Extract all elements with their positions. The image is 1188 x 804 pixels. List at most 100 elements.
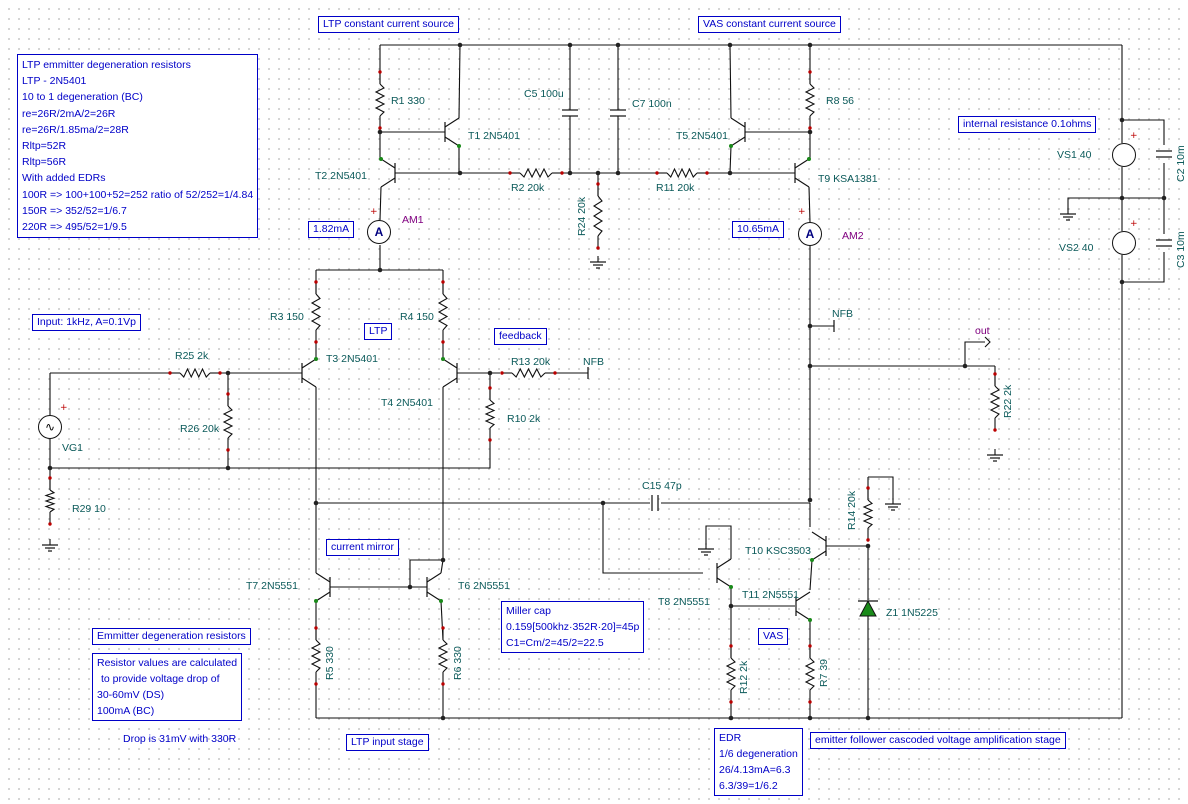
junction-dot bbox=[807, 715, 813, 721]
vs1-label: VS1 40 bbox=[1057, 149, 1092, 161]
c3-label: C3 10m bbox=[1175, 231, 1187, 268]
pin-dot bbox=[993, 372, 997, 376]
junction-dot bbox=[865, 715, 871, 721]
ltp-tag: LTP bbox=[364, 323, 393, 340]
resistor-r4-icon bbox=[437, 293, 449, 331]
junction-dot bbox=[377, 129, 383, 135]
wire bbox=[1122, 163, 1165, 199]
r22-label: R22 2k bbox=[1002, 384, 1014, 418]
t11-label: T11 2N5551 bbox=[742, 589, 800, 601]
junction-dot bbox=[1119, 279, 1125, 285]
junction-dot bbox=[440, 557, 446, 563]
wire bbox=[1122, 252, 1165, 283]
resistor-r11-icon bbox=[666, 167, 698, 179]
t6-label: T6 2N5551 bbox=[458, 580, 510, 592]
r7-label: R7 39 bbox=[818, 658, 830, 687]
capacitor-c5-icon bbox=[562, 109, 578, 117]
pin-dot bbox=[808, 70, 812, 74]
pin-dot bbox=[596, 182, 600, 186]
wire bbox=[458, 44, 461, 119]
note-line: 150R => 352/52=1/6.7 bbox=[22, 204, 127, 217]
ground-vs-icon bbox=[1060, 213, 1076, 221]
ground-r22-icon bbox=[987, 454, 1003, 462]
capacitor-c2-icon bbox=[1156, 150, 1172, 158]
am1-readout: 1.82mA bbox=[308, 221, 355, 238]
pin-dot bbox=[168, 371, 172, 375]
resistor-r14-icon bbox=[862, 499, 874, 529]
pin-dot bbox=[655, 171, 659, 175]
ammeter-am1-icon: A bbox=[367, 220, 391, 244]
transistor-t6-icon bbox=[426, 572, 443, 603]
r14-label: R14 20k bbox=[846, 490, 858, 530]
transistor-t11-icon bbox=[795, 591, 812, 622]
pin-dot bbox=[488, 386, 492, 390]
t2-label: T2 2N5401 bbox=[315, 170, 367, 182]
resistor-r1-icon bbox=[374, 83, 386, 117]
transistor-t4-icon bbox=[441, 357, 458, 388]
pin-dot bbox=[314, 682, 318, 686]
resistor-r3-icon bbox=[310, 293, 322, 331]
pin-dot bbox=[48, 476, 52, 480]
junction-dot bbox=[728, 715, 734, 721]
wire bbox=[1122, 119, 1165, 145]
resistor-r26-icon bbox=[222, 405, 234, 439]
pin-dot bbox=[500, 371, 504, 375]
transistor-t2-icon bbox=[379, 157, 396, 188]
am2-label: AM2 bbox=[842, 230, 864, 242]
c5-label: C5 100u bbox=[524, 88, 564, 100]
r1-label: R1 330 bbox=[391, 95, 425, 107]
resistor-r7-icon bbox=[804, 657, 816, 691]
junction-dot bbox=[225, 465, 231, 471]
note-line: re=26R/2mA/2=26R bbox=[22, 107, 116, 120]
pin-dot bbox=[441, 280, 445, 284]
pin-dot bbox=[808, 126, 812, 130]
resistor-r10-icon bbox=[484, 399, 496, 429]
plus-sign-icon: + bbox=[60, 403, 68, 413]
t7-label: T7 2N5551 bbox=[246, 580, 298, 592]
resistor-r2-icon bbox=[519, 167, 553, 179]
junction-dot bbox=[487, 370, 493, 376]
ground-t8-icon bbox=[698, 548, 714, 556]
r6-label: R6 330 bbox=[452, 646, 464, 680]
t10-label: T10 KSC3503 bbox=[745, 545, 811, 557]
junction-dot bbox=[377, 267, 383, 273]
plus-sign-icon: + bbox=[1130, 219, 1138, 229]
transistor-t5-icon bbox=[729, 117, 746, 148]
junction-dot bbox=[807, 129, 813, 135]
note-line: 30-60mV (DS) bbox=[97, 689, 165, 701]
out-terminal-icon bbox=[984, 336, 991, 348]
pin-dot bbox=[441, 682, 445, 686]
pin-dot bbox=[441, 626, 445, 630]
junction-dot bbox=[865, 543, 871, 549]
note-line: Rltp=52R bbox=[22, 140, 67, 153]
pin-dot bbox=[488, 438, 492, 442]
plus-sign-icon: + bbox=[1130, 131, 1138, 141]
transistor-t1-icon bbox=[444, 117, 461, 148]
feedback-tag: feedback bbox=[494, 328, 547, 345]
note-line: to provide voltage drop of bbox=[101, 673, 220, 685]
junction-dot bbox=[600, 500, 606, 506]
junction-dot bbox=[1119, 195, 1125, 201]
note-line: 100mA (BC) bbox=[97, 705, 155, 717]
transistor-t3-icon bbox=[301, 357, 318, 388]
vs2-label: VS2 40 bbox=[1059, 242, 1094, 254]
resistor-r5-icon bbox=[310, 639, 322, 673]
junction-dot bbox=[457, 42, 463, 48]
resistor-r12-icon bbox=[725, 657, 737, 691]
wire bbox=[729, 145, 732, 174]
t1-label: T1 2N5401 bbox=[468, 130, 520, 142]
wire bbox=[1067, 197, 1122, 210]
out-label: out bbox=[975, 325, 990, 337]
junction-dot bbox=[727, 170, 733, 176]
transistor-t10-icon bbox=[810, 531, 827, 562]
r3-label: R3 150 bbox=[270, 311, 304, 323]
pin-dot bbox=[705, 171, 709, 175]
emitter-degen-title: Emmitter degeneration resistors bbox=[92, 628, 251, 645]
note-line: 6.3/39=1/6.2 bbox=[719, 780, 778, 792]
r29-label: R29 10 bbox=[72, 503, 106, 515]
pin-dot bbox=[560, 171, 564, 175]
wire bbox=[602, 503, 703, 574]
ltp-ccs-title: LTP constant current source bbox=[318, 16, 459, 33]
junction-dot bbox=[807, 363, 813, 369]
zener-z1-icon bbox=[859, 599, 877, 617]
